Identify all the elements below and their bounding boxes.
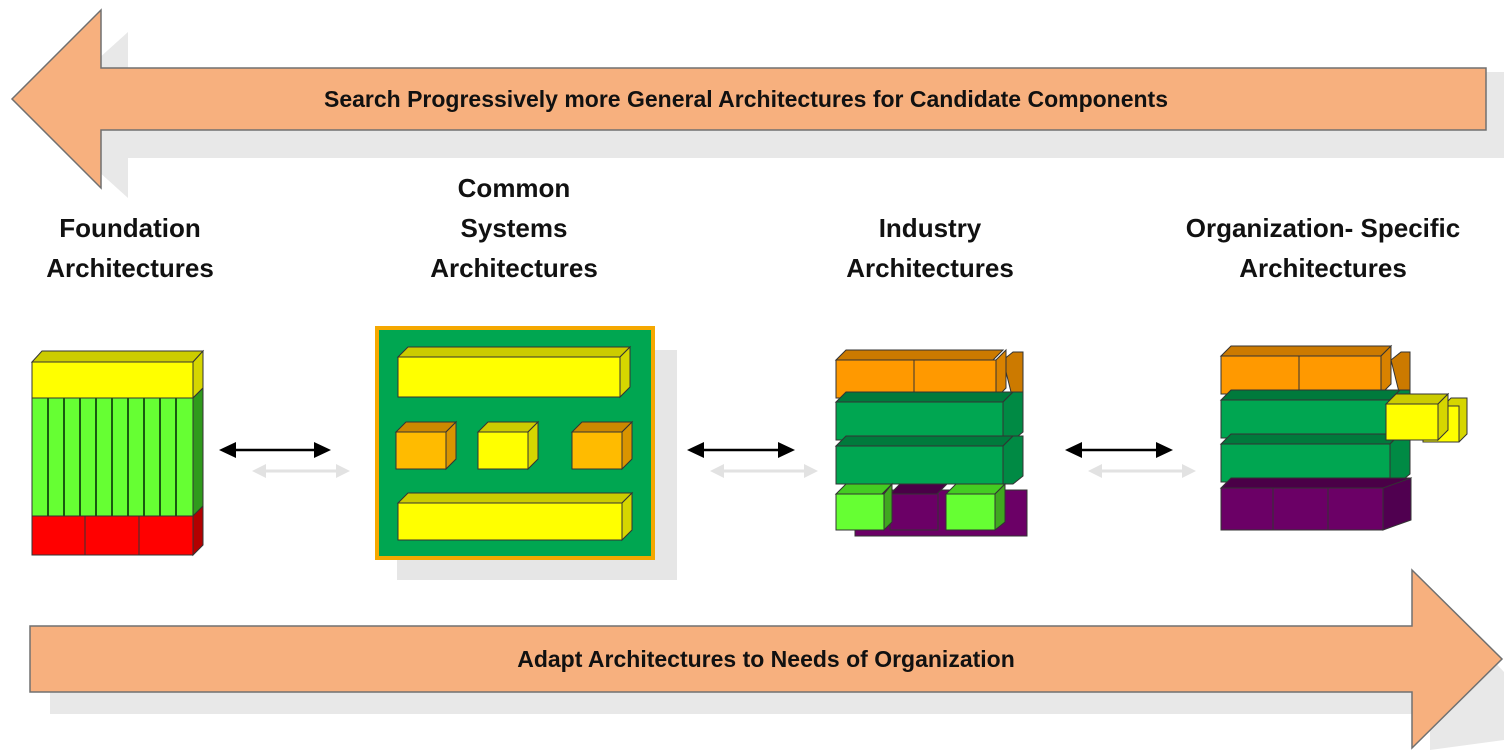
bottom-arrow-label: Adapt Architectures to Needs of Organiza… [517, 646, 1015, 672]
foundation-heading: Foundation Architectures [20, 208, 240, 288]
industry-block-stack [834, 348, 1028, 537]
bottom-arrow-shape [29, 568, 1504, 750]
organization-specific-block-stack [1219, 344, 1468, 531]
foundation-block-stack [30, 349, 205, 557]
bottom-arrow: Adapt Architectures to Needs of Organiza… [29, 568, 1504, 750]
connector-industry-organization [1065, 442, 1196, 478]
industry-heading-line-2: Architectures [846, 253, 1014, 283]
industry-heading-line-1: Industry [878, 213, 982, 243]
organization-specific-heading-line-1: Organization- Specific [1185, 213, 1461, 243]
common-systems-board [375, 326, 677, 580]
top-arrow-label: Search Progressively more General Archit… [324, 86, 1168, 112]
connector-foundation-common [219, 442, 350, 478]
connector-common-industry [687, 442, 818, 478]
common-systems-heading: Common Systems Architectures [404, 168, 624, 288]
common-systems-heading-line-3: Architectures [430, 253, 598, 283]
common-systems-heading-line-1: Common [457, 173, 571, 203]
organization-specific-heading-line-2: Architectures [1239, 253, 1407, 283]
top-arrow-shape [10, 8, 1487, 190]
common-systems-heading-line-2: Systems [460, 213, 568, 243]
industry-heading: Industry Architectures [820, 208, 1040, 288]
organization-specific-heading: Organization- Specific Architectures [1148, 208, 1498, 288]
foundation-heading-line-2: Architectures [46, 253, 214, 283]
foundation-heading-line-1: Foundation [59, 213, 201, 243]
top-arrow: Search Progressively more General Archit… [10, 8, 1504, 198]
